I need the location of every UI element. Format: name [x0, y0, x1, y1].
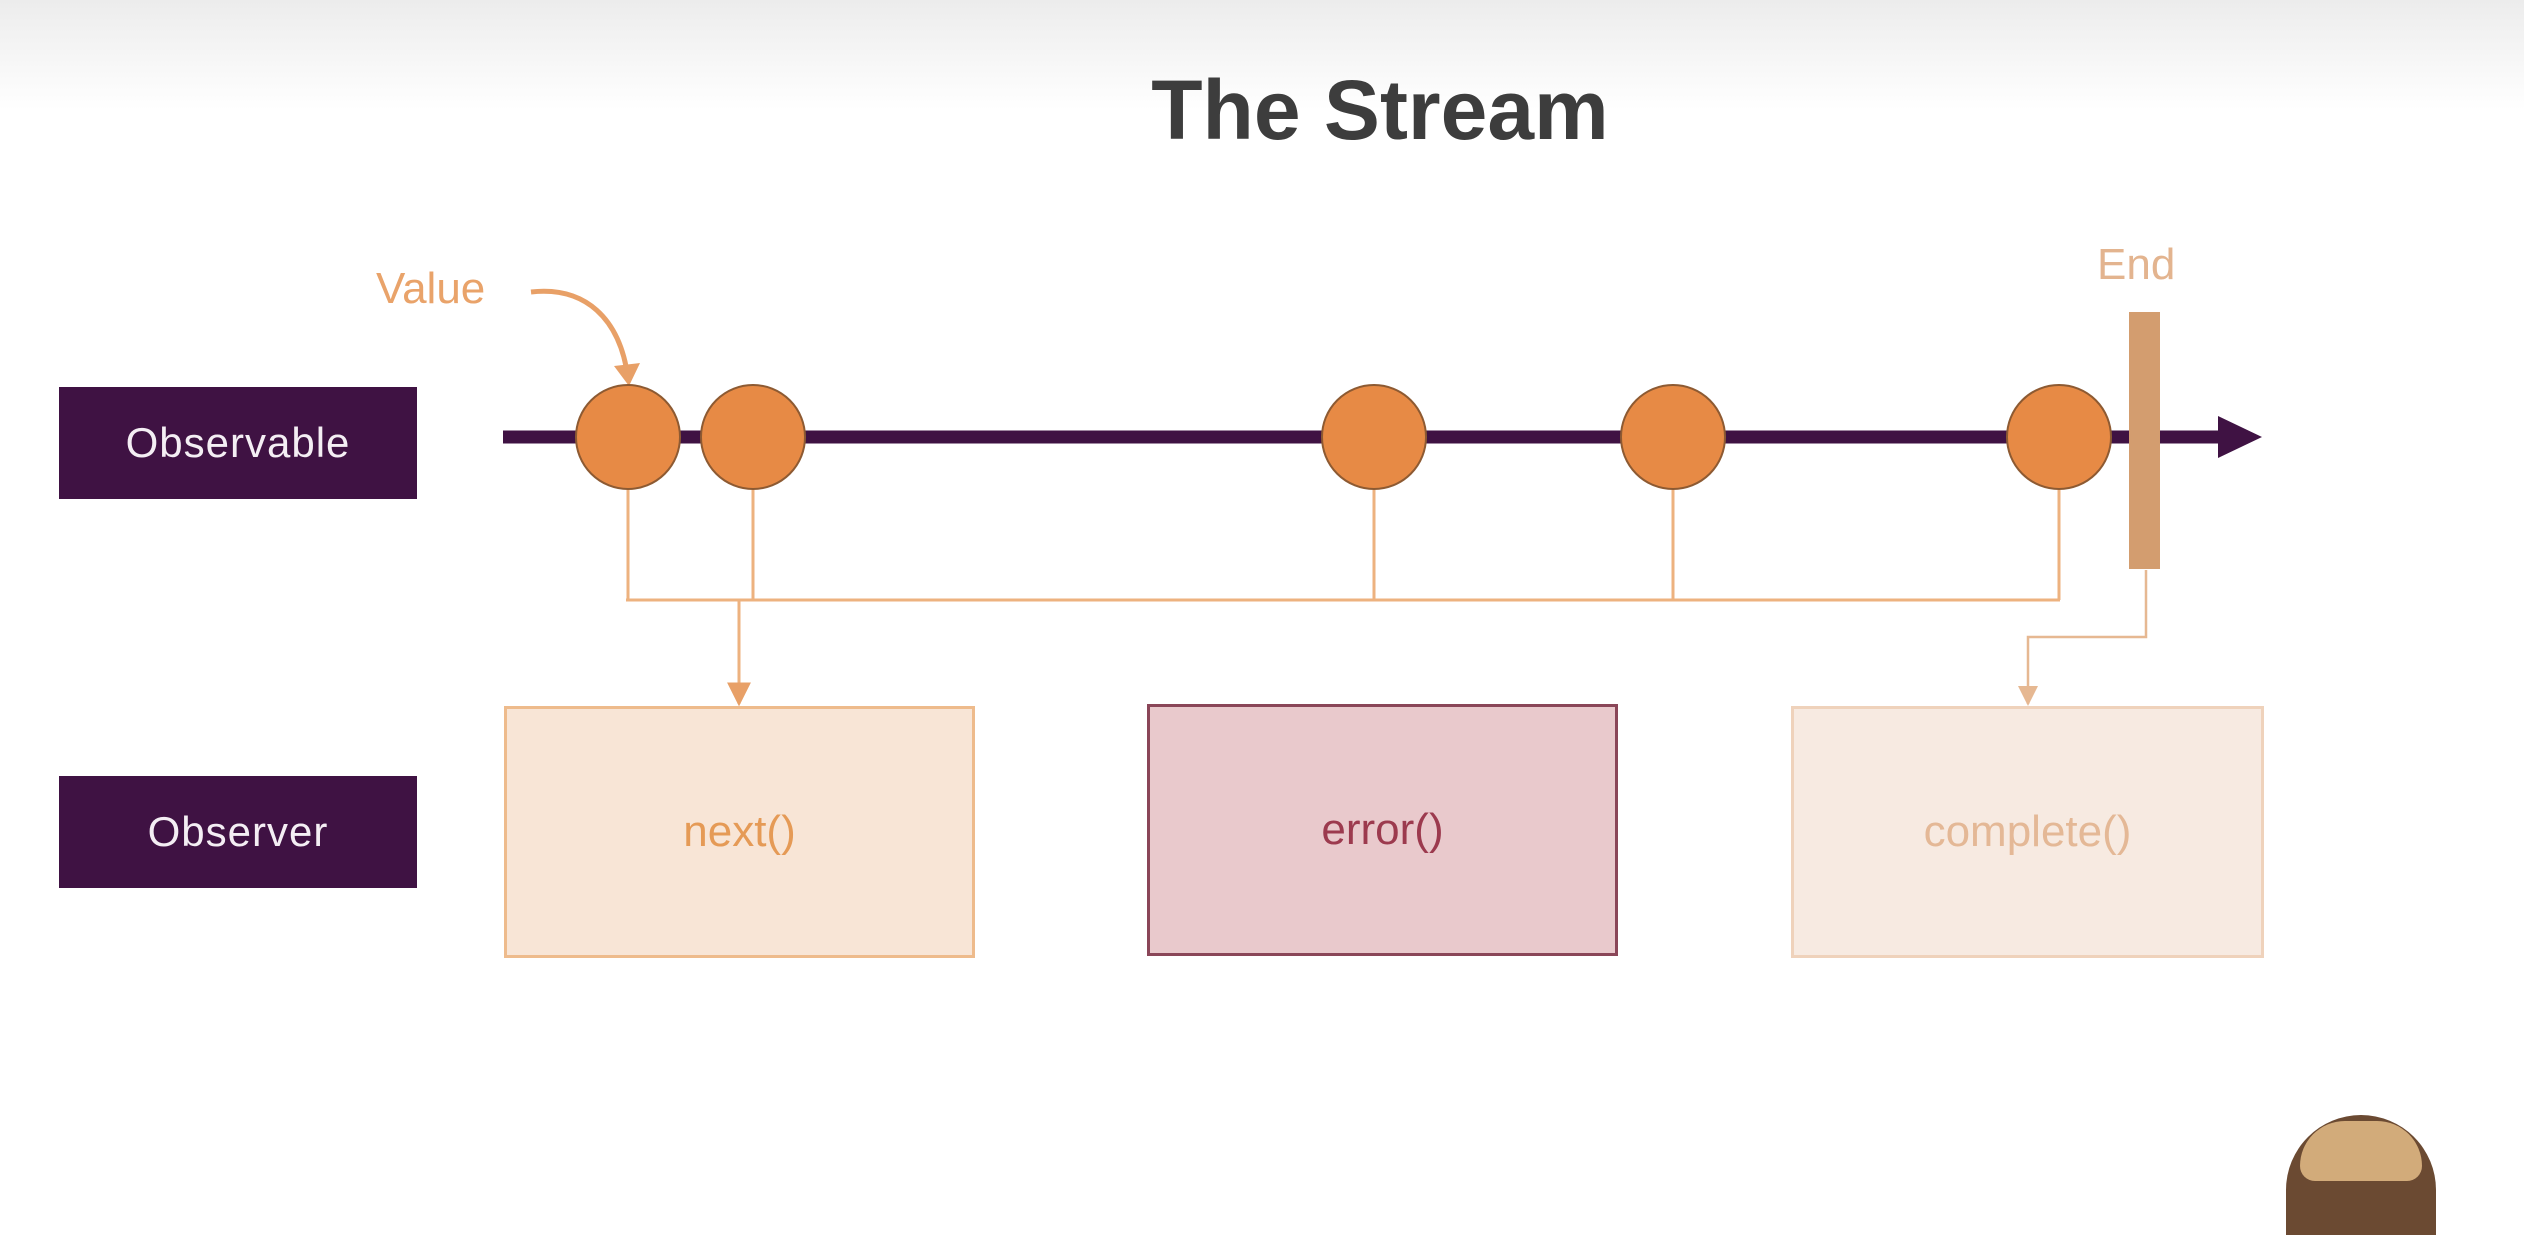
stream-diagram: [503, 288, 2262, 707]
value-dot-4: [1620, 384, 1726, 490]
observable-label: Observable: [59, 387, 417, 499]
value-dot-1: [575, 384, 681, 490]
value-dot-2: [700, 384, 806, 490]
end-marker: [2129, 312, 2160, 569]
value-dot-3: [1321, 384, 1427, 490]
stream-arrow-head: [2218, 416, 2262, 458]
value-pointer-arrow: [530, 288, 631, 379]
value-dots: [575, 384, 2112, 490]
complete-method-box: complete(): [1791, 706, 2264, 958]
presenter-hair: [2300, 1121, 2422, 1181]
end-connector: [2018, 570, 2148, 706]
complete-connector-arrow: [2018, 570, 2148, 706]
error-method-box: error(): [1147, 704, 1618, 956]
value-annotation: Value: [376, 264, 486, 313]
value-pointer-arrow-head: [614, 363, 640, 386]
observer-label: Observer: [59, 776, 417, 888]
value-connectors: [626, 490, 2061, 707]
value-dot-5: [2006, 384, 2112, 490]
next-method-box: next(): [504, 706, 975, 958]
slide-title: The Stream: [1151, 63, 1609, 157]
end-annotation: End: [2097, 240, 2176, 289]
